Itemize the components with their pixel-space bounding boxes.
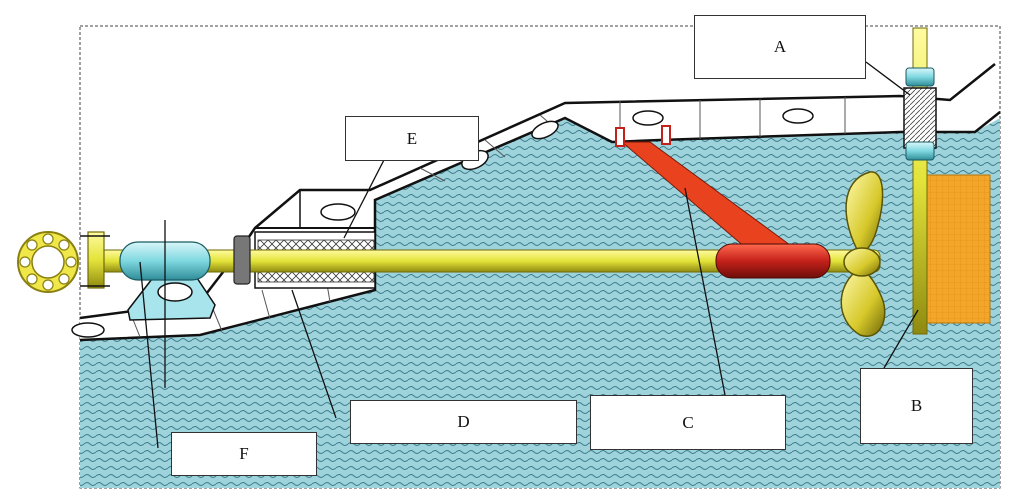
bracket-bearing [715,243,831,279]
hull-outline-lower [79,111,1001,342]
label-box-f: F [171,432,317,476]
label-f: F [239,444,249,463]
support-hole [157,282,193,302]
leader-d [291,289,337,419]
leader-b [883,309,919,369]
label-b: B [910,396,923,415]
stern-tube-packing-lower [257,271,375,283]
leader-f1 [139,261,159,449]
leader-c [684,187,726,396]
rudder-bearing-lower [905,141,935,161]
bracket-flanges [615,125,671,147]
label-d: D [457,412,470,431]
rudder-bearing-upper [905,67,935,87]
label-box-e: E [345,116,479,161]
label-a: A [773,37,787,56]
coupling-flange [87,231,105,289]
roller-bearing-end-view [17,231,79,293]
label-e: E [406,128,418,148]
label-box-a: A [694,15,866,79]
label-box-b: B [860,368,973,444]
stern-gland-nut [233,235,251,285]
leader-e [343,157,386,239]
stern-tube-packing-upper [257,239,375,251]
label-c: C [682,412,694,432]
label-box-d: D [350,400,577,444]
propeller [840,171,886,337]
hull-inner-line [255,200,376,229]
leader-lines [139,61,919,449]
leader-a [865,61,911,96]
rudder-blade [924,174,991,324]
label-box-c: C [590,395,786,450]
rudder-trunk [903,87,937,149]
